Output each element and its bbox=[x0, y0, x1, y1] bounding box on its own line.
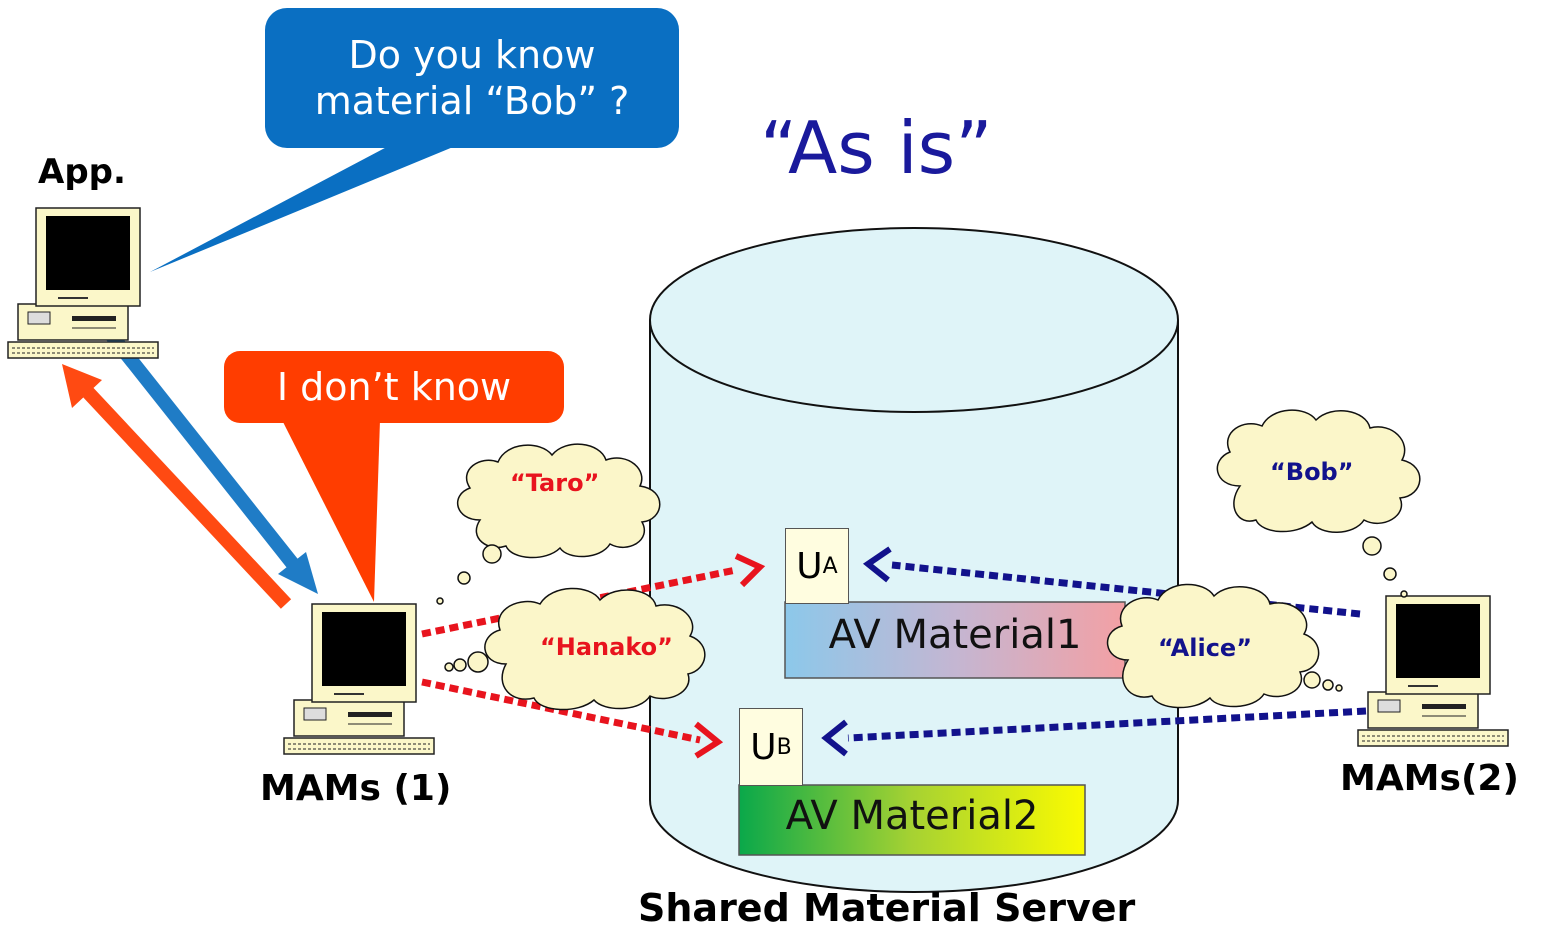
av-material1-label: AV Material1 bbox=[828, 612, 1082, 658]
av-material1-box bbox=[784, 601, 1126, 679]
av-material2-box bbox=[738, 784, 1086, 856]
umid-a-subscript: A bbox=[822, 553, 838, 579]
reply-bubble: I don’t know bbox=[224, 351, 564, 423]
link-mams2-ub bbox=[821, 707, 1367, 757]
umid-b-subscript: B bbox=[776, 734, 792, 760]
thought-dot bbox=[467, 651, 489, 673]
query-line-1: Do you know bbox=[348, 33, 596, 77]
thought-dot bbox=[1362, 536, 1382, 556]
thought-text-taro: “Taro” bbox=[510, 469, 600, 497]
mams2-label: MAMs(2) bbox=[1340, 758, 1519, 799]
reply-arrow bbox=[62, 364, 292, 609]
query-bubble: Do you know material “Bob” ? bbox=[265, 8, 679, 148]
thought-dot bbox=[1303, 671, 1321, 689]
thought-dot bbox=[1322, 679, 1334, 691]
thought-cloud-alice bbox=[1106, 583, 1320, 709]
thought-dot bbox=[444, 662, 454, 672]
umid-b-letter: U bbox=[750, 726, 777, 768]
app-label: App. bbox=[38, 152, 126, 192]
reply-bubble-tail bbox=[282, 420, 380, 602]
thought-dot bbox=[1335, 684, 1343, 692]
thought-text-bob: “Bob” bbox=[1270, 458, 1354, 486]
query-arrow bbox=[106, 331, 318, 594]
server-cylinder-top bbox=[649, 227, 1179, 413]
thought-dot bbox=[482, 544, 502, 564]
server-label: Shared Material Server bbox=[638, 886, 1136, 930]
thought-text-alice: “Alice” bbox=[1158, 634, 1252, 662]
page-title: “As is” bbox=[760, 106, 993, 190]
thought-dot bbox=[1383, 567, 1397, 581]
query-bubble-tail bbox=[150, 140, 470, 272]
thought-dot bbox=[436, 597, 444, 605]
umid-a-letter: U bbox=[796, 545, 823, 587]
thought-text-hanako: “Hanako” bbox=[540, 633, 673, 661]
mams1-label: MAMs (1) bbox=[260, 768, 452, 809]
thought-dot bbox=[457, 571, 471, 585]
link-mams1-ub bbox=[421, 678, 724, 759]
thought-cloud-bob bbox=[1216, 409, 1421, 533]
query-line-2: material “Bob” ? bbox=[314, 79, 630, 123]
thought-dot bbox=[1400, 590, 1408, 598]
mams1-computer-icon bbox=[283, 603, 435, 755]
mams2-computer-icon bbox=[1357, 595, 1509, 747]
thought-cloud-taro bbox=[456, 443, 661, 559]
av-material2-label: AV Material2 bbox=[785, 793, 1039, 839]
app-computer-icon bbox=[7, 207, 159, 359]
thought-cloud-hanako bbox=[484, 587, 706, 711]
thought-dot bbox=[453, 658, 467, 672]
